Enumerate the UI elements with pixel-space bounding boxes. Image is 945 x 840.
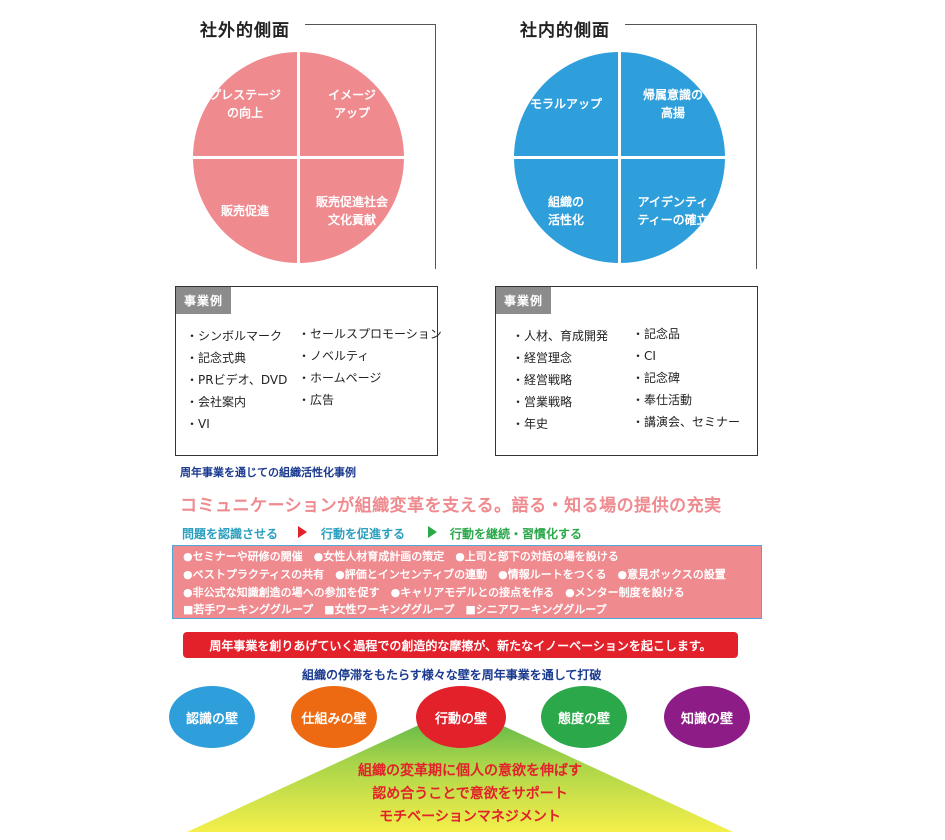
list-item: ・人材、育成開発 [512,329,609,343]
left-title-rule [305,24,436,25]
right-section-title: 社内的側面 [520,21,610,41]
quadrant-sales-promotion: 販売促進 [193,159,297,263]
pyramid-line-1: 組織の変革期に個人の意欲を伸ばす [358,763,582,779]
walls-caption: 組織の停滞をもたらす様々な壁を周年事業を通して打破 [302,668,602,682]
list-item: ・記念式典 [186,351,247,365]
headline: コミュニケーションが組織変革を支える。語る・知る場の提供の充実 [180,496,722,516]
case-heading: 周年事業を通じての組織活性化事例 [180,466,356,479]
left-examples-col1: ・シンボルマーク ・記念式典 ・PRビデオ、DVD ・会社案内 ・VI [186,325,287,435]
innovation-banner: 周年事業を創りあげていく過程での創造的な摩擦が、新たなイノーベーションを起こしま… [183,632,738,658]
pyramid-line-2: 認め合うことで意欲をサポート [372,786,568,802]
list-item: ・VI [186,417,210,431]
activities-row: ●非公式な知識創造の場への参加を促す ●キャリアモデルとの接点を作る ●メンター… [183,586,685,599]
list-item: ・広告 [298,393,335,407]
quadrant-image-up: イメージ アップ [300,52,404,156]
list-item: ・CI [632,349,656,363]
flow-step-promote: 行動を促進する [321,527,406,541]
quadrant-culture-contribution: 販売促進社会 文化貢献 [300,159,404,263]
left-examples-box: 事業例 ・シンボルマーク ・記念式典 ・PRビデオ、DVD ・会社案内 ・VI … [175,286,442,456]
left-vertical-rule [435,24,436,269]
pyramid-line-3: モチベーションマネジメント [379,809,561,825]
activities-row: ■若手ワーキンググループ ■女性ワーキンググループ ■シニアワーキンググループ [183,603,607,616]
list-item: ・会社案内 [186,395,247,409]
list-item: ・PRビデオ、DVD [186,373,288,387]
right-examples-col1: ・人材、育成開発 ・経営理念 ・経営戦略 ・営業戦略 ・年史 [512,325,608,435]
quadrant-morale-up: モラルアップ [514,52,618,156]
flow-step-continue: 行動を継続・習慣化する [450,527,583,541]
list-item: ・営業戦略 [512,395,573,409]
list-item: ・ホームページ [298,371,382,385]
right-circle: モラルアップ 帰属意識の 高揚 組織の 活性化 アイデンティ ティーの確立 [514,52,725,263]
wall-recognition: 認識の壁 [169,686,255,748]
wall-attitude: 態度の壁 [541,686,627,748]
right-examples-box: 事業例 ・人材、育成開発 ・経営理念 ・経営戦略 ・営業戦略 ・年史 ・記念品 … [495,286,758,456]
activities-band: ●セミナーや研修の開催 ●女性人材育成計画の策定 ●上司と部下の対話の場を設ける… [172,545,762,619]
quadrant-prestige: プレステージ の向上 [193,52,297,156]
left-circle: プレステージ の向上 イメージ アップ 販売促進 販売促進社会 文化貢献 [193,52,404,263]
right-examples-tag: 事業例 [496,287,552,314]
left-examples-tag: 事業例 [176,287,232,314]
list-item: ・奉仕活動 [632,393,693,407]
list-item: ・セールスプロモーション [298,327,442,341]
quadrant-activation: 組織の 活性化 [514,159,618,263]
quadrant-belonging: 帰属意識の 高揚 [621,52,725,156]
list-item: ・記念品 [632,327,681,341]
list-item: ・講演会、セミナー [632,415,741,429]
list-item: ・シンボルマーク [186,329,283,343]
wall-knowledge: 知識の壁 [664,686,750,748]
right-vertical-rule [756,24,757,269]
left-section-title: 社外的側面 [200,21,290,41]
wall-action: 行動の壁 [416,686,506,748]
flow-step-recognize: 問題を認識させる [182,527,279,541]
list-item: ・経営理念 [512,351,573,365]
wall-system: 仕組みの壁 [291,686,377,748]
right-title-rule [625,24,757,25]
list-item: ・経営戦略 [512,373,573,387]
list-item: ・ノベルティ [298,349,370,363]
activities-row: ●セミナーや研修の開催 ●女性人材育成計画の策定 ●上司と部下の対話の場を設ける [183,550,619,563]
list-item: ・記念碑 [632,371,681,385]
list-item: ・年史 [512,417,549,431]
flow-arrow-icon [428,526,437,538]
activities-row: ●ベストプラクティスの共有 ●評価とインセンティブの連動 ●情報ルートをつくる … [183,568,726,581]
quadrant-identity: アイデンティ ティーの確立 [621,159,725,263]
right-examples-col2: ・記念品 ・CI ・記念碑 ・奉仕活動 ・講演会、セミナー [632,323,740,433]
left-examples-col2: ・セールスプロモーション ・ノベルティ ・ホームページ ・広告 [298,323,442,411]
flow-arrow-icon [298,526,307,538]
